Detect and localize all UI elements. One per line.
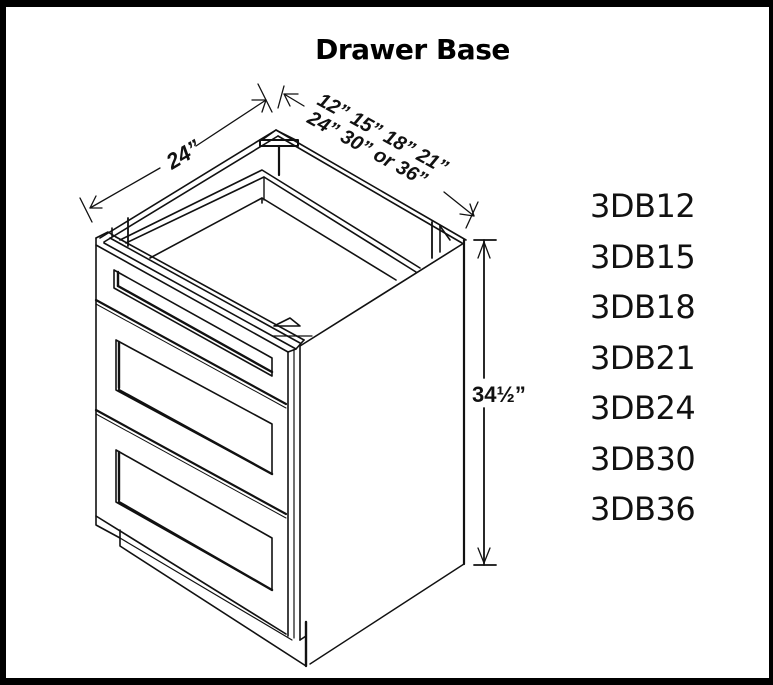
depth-extension-left	[79, 197, 93, 223]
top-right-edge	[275, 129, 467, 241]
height-dimension-label: 34½”	[472, 382, 526, 407]
diagram-title: Drawer Base	[315, 33, 510, 66]
model-number: 3DB36	[590, 490, 696, 528]
model-number: 3DB12	[590, 187, 696, 225]
depth-extension-right	[257, 83, 273, 113]
model-number: 3DB18	[590, 288, 696, 326]
model-number: 3DB30	[590, 439, 696, 478]
model-number: 3DB21	[590, 338, 696, 377]
model-number: 3DB15	[590, 237, 696, 276]
depth-dimension-label: 24”	[161, 135, 205, 175]
top-left-edge	[99, 129, 277, 239]
model-number: 3DB24	[590, 389, 696, 427]
model-number-list: 3DB12 3DB15 3DB18 3DB21 3DB24 3DB30 3DB3…	[590, 181, 696, 535]
